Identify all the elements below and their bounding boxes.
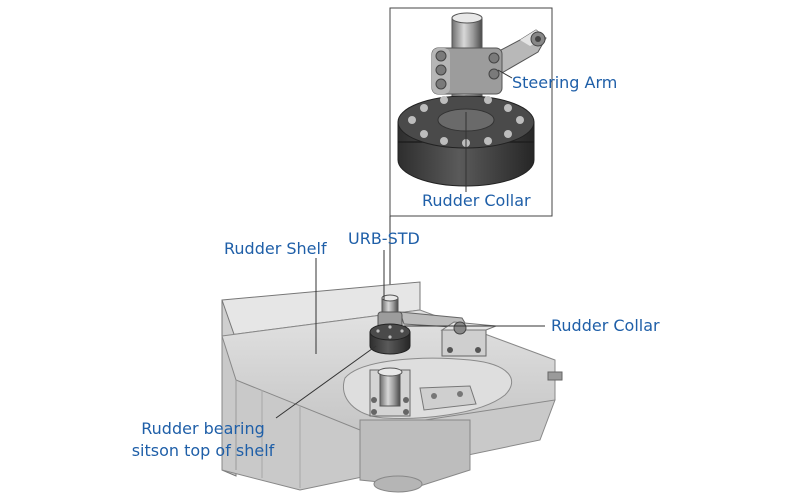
label-steering-arm: Steering Arm	[512, 73, 618, 92]
label-rudder-shelf: Rudder Shelf	[224, 239, 327, 258]
inset-clamp	[431, 47, 503, 95]
leader-lines	[275, 250, 545, 419]
label-rudder-collar-main: Rudder Collar	[551, 316, 660, 335]
label-rudder-bearing-line1: Rudder bearing	[141, 419, 265, 438]
main-rudder-collar	[369, 294, 411, 355]
label-urb-std: URB-STD	[348, 229, 420, 248]
leader-rudder-bearing	[275, 345, 377, 419]
main-steering-arm	[399, 311, 497, 357]
inset-detail	[389, 7, 553, 217]
label-rudder-bearing: Rudder bearing sitson top of shelf	[128, 418, 278, 462]
label-rudder-bearing-line2: sitson top of shelf	[131, 441, 275, 460]
label-rudder-collar-inset: Rudder Collar	[422, 191, 531, 210]
leader-steering-arm	[497, 69, 513, 79]
lower-bearing-block	[369, 367, 477, 417]
